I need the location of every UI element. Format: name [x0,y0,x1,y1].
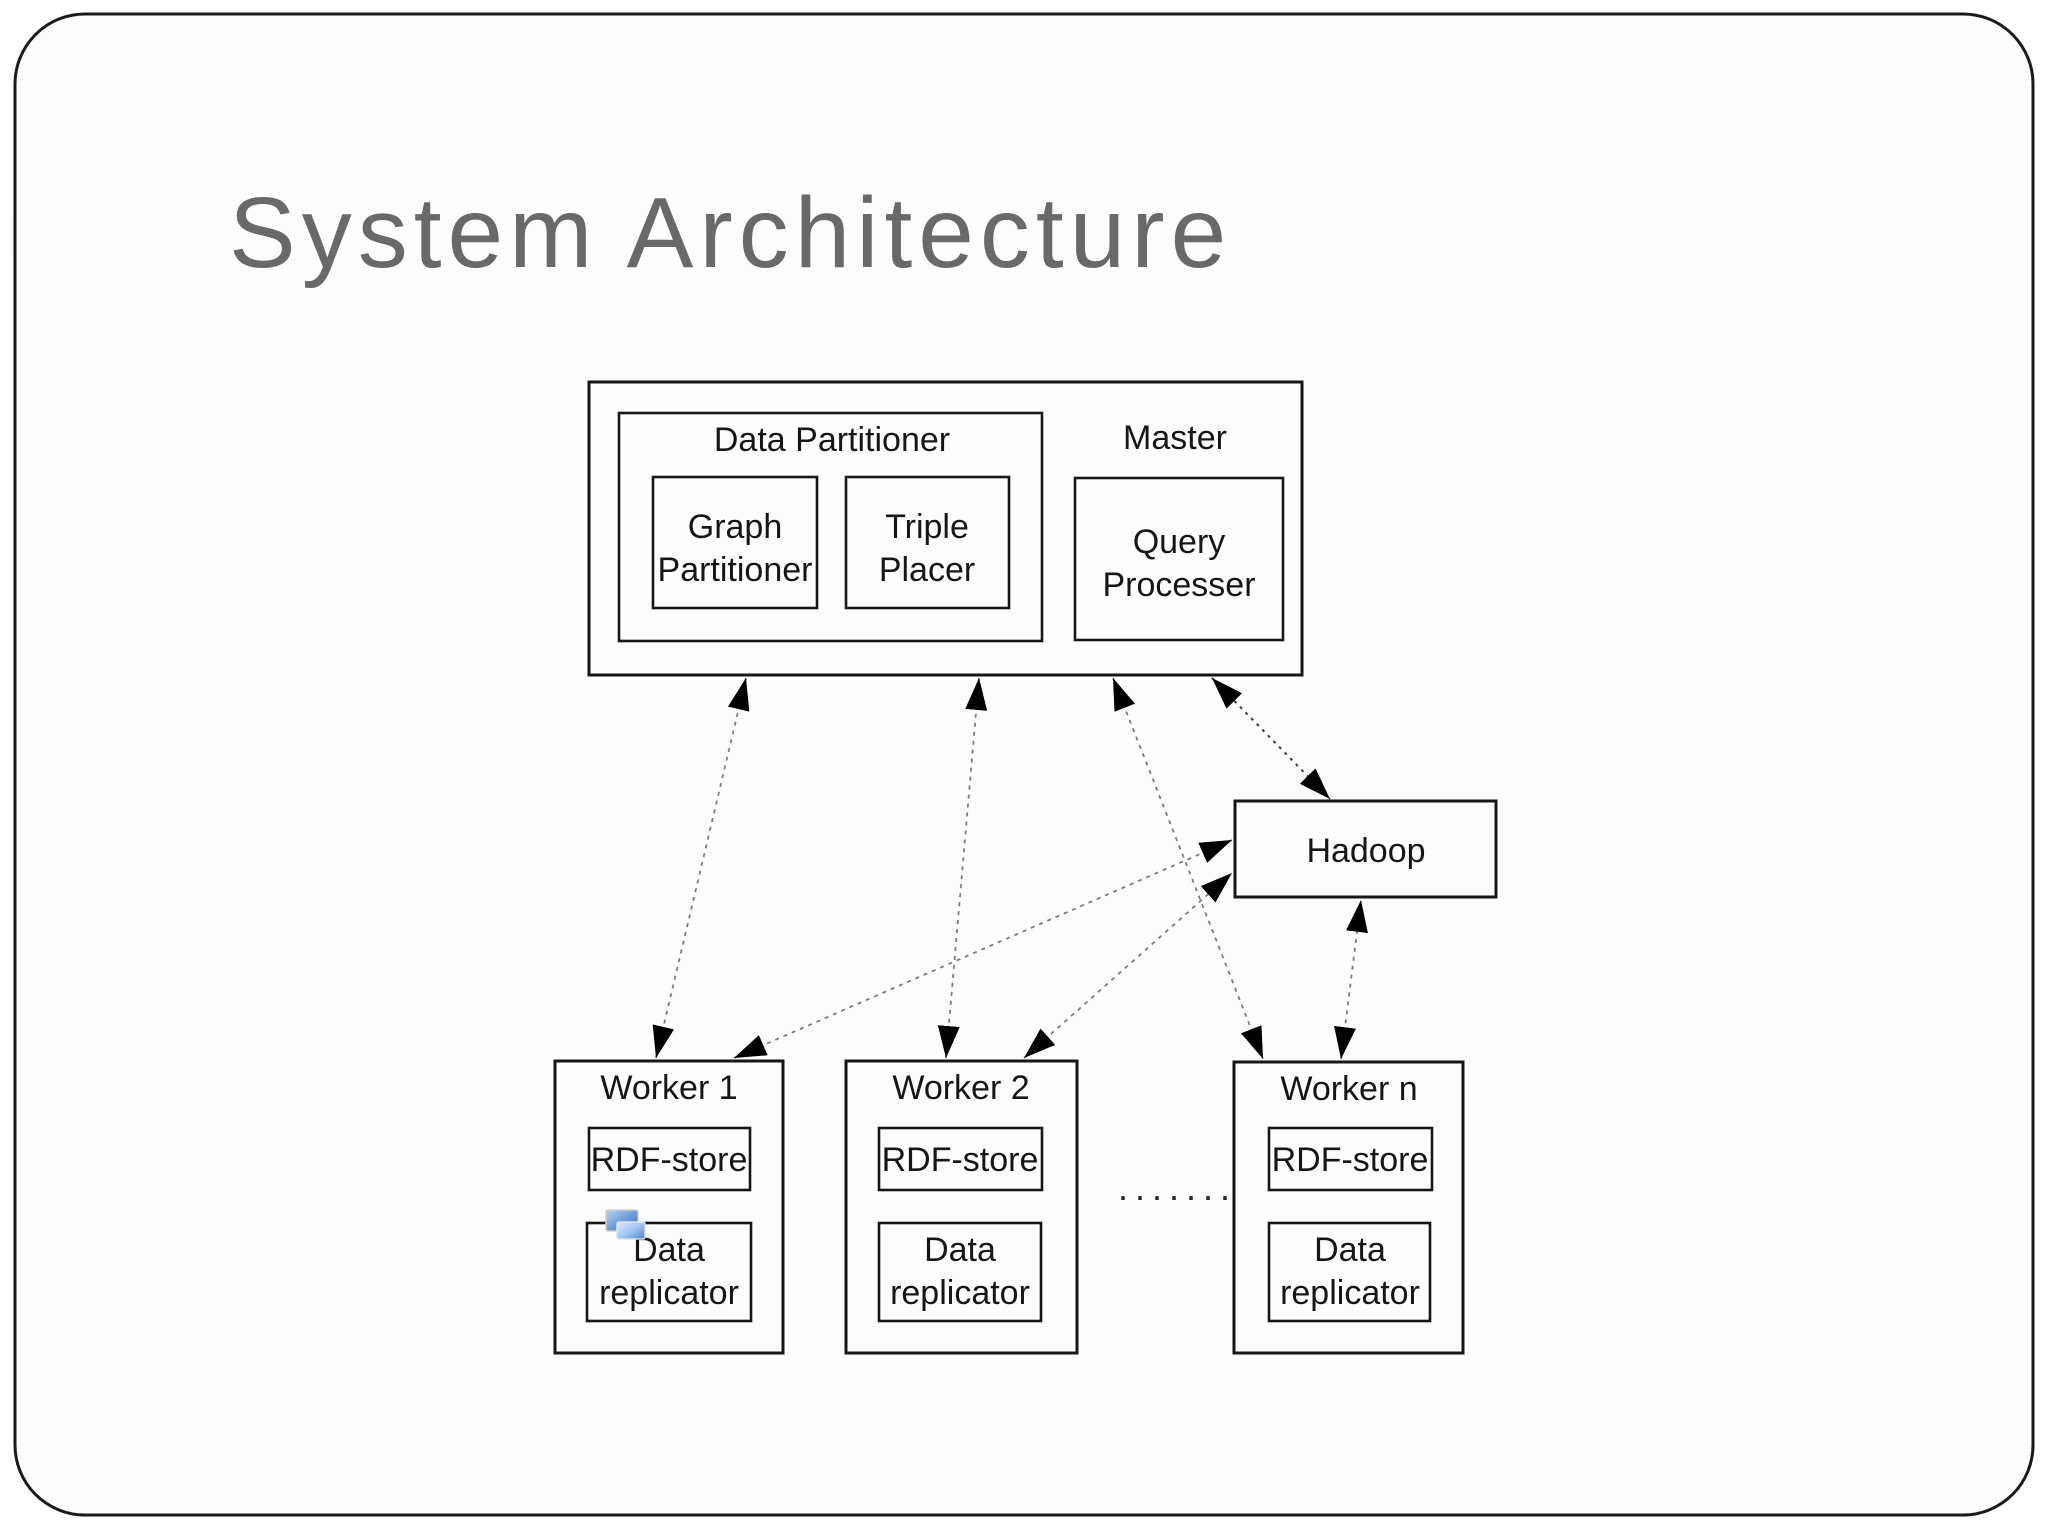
query-processer-label-line2: Processer [1102,566,1255,604]
worker-n-data-replicator-label-line1: Data [1314,1231,1386,1269]
graph-partitioner-label-line1: Graph [688,508,783,546]
hadoop-box [1233,799,1498,899]
worker-n-data-replicator-label-line2: replicator [1280,1274,1420,1312]
worker-2-data-replicator-label-line1: Data [924,1231,996,1269]
worker-2-rdf-store-label: RDF-store [882,1141,1039,1179]
triple-placer-box [844,475,1011,610]
triple-placer-label-line2: Placer [879,551,975,589]
edge-master-worker1 [652,677,750,1059]
query-processer-box [1073,476,1285,642]
slide-border [13,12,2035,1517]
master-label: Master [1123,419,1227,457]
worker-1-rdf-store-box [587,1126,752,1192]
triple-placer-label-line1: Triple [885,508,969,546]
graph-partitioner-box [651,475,819,610]
worker-1-rdf-store-label: RDF-store [591,1141,748,1179]
screen-front-icon [616,1221,646,1240]
screens-icon [605,1209,646,1240]
worker-2-label: Worker 2 [892,1069,1029,1107]
edge-worker2-hadoop [1023,872,1233,1059]
worker-1-data-replicator-label-line2: replicator [599,1274,739,1312]
graph-partitioner-label-line2: Partitioner [658,551,813,589]
worker-2-data-replicator-box [877,1221,1043,1323]
query-processer-label-line1: Query [1133,523,1226,561]
worker-1-data-replicator-box [585,1221,753,1323]
data-partitioner-label: Data Partitioner [714,421,950,459]
page-title: System Architecture [229,177,1232,289]
worker-2-data-replicator-label-line2: replicator [890,1274,1030,1312]
hadoop-label: Hadoop [1306,832,1425,870]
worker-1-label: Worker 1 [600,1069,737,1107]
worker-n-label: Worker n [1280,1070,1417,1108]
worker-n-rdf-store-box [1267,1126,1434,1192]
worker-2-rdf-store-box [877,1126,1044,1192]
worker-n-data-replicator-box [1267,1221,1432,1323]
worker-n-rdf-store-label: RDF-store [1272,1141,1429,1179]
